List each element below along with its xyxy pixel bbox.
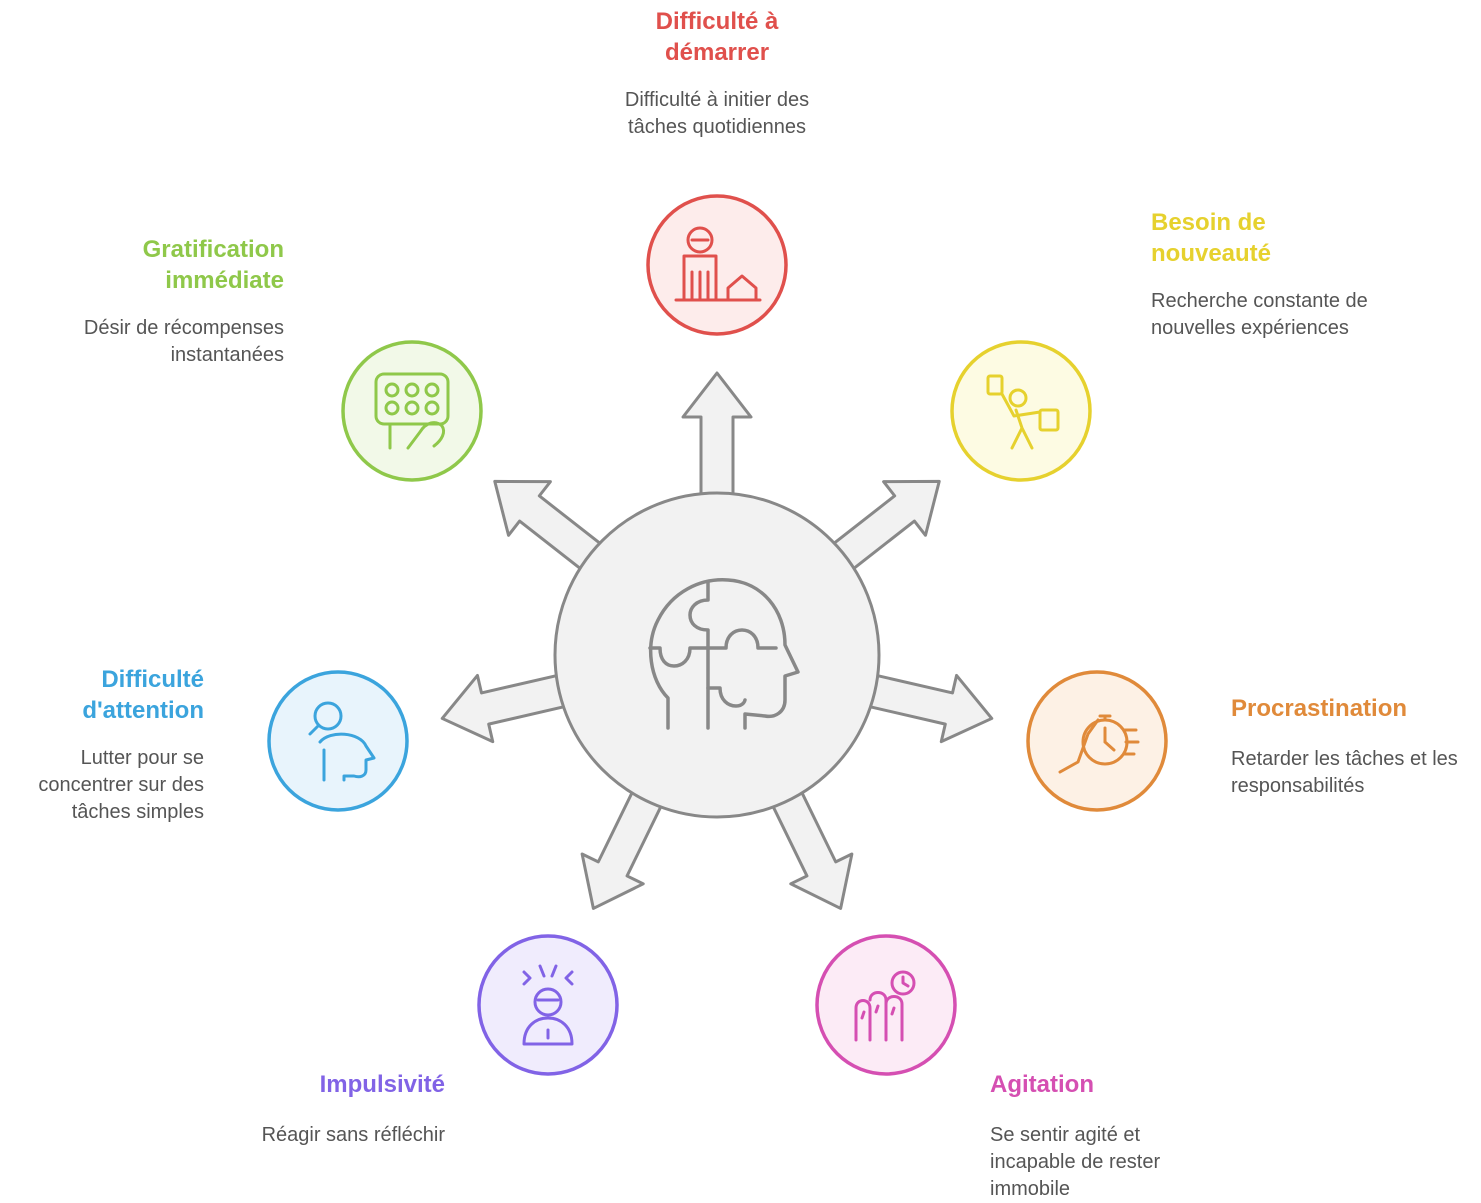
node-title: Agitation <box>990 1071 1094 1098</box>
arrow-to-impulsivity <box>580 781 668 910</box>
node-label-attention: Difficulté d'attention Lutter pour se co… <box>0 664 204 826</box>
node-label-impulsivity: Impulsivité Réagir sans réfléchir <box>200 1069 445 1149</box>
node-circle-gratification <box>341 340 483 482</box>
arrow-to-attention <box>440 671 576 744</box>
fingers-clock-icon <box>854 970 916 1042</box>
node-description: Lutter pour se concentrer sur des tâches… <box>38 747 204 823</box>
node-label-gratification: Gratification immédiate Désir de récompe… <box>40 234 284 369</box>
node-description: Réagir sans réfléchir <box>261 1124 445 1146</box>
node-label-procrastination: Procrastination Retarder les tâches et l… <box>1231 693 1471 800</box>
node-description: Se sentir agité et incapable de rester i… <box>990 1124 1161 1200</box>
stressed-person-icon <box>522 964 574 1046</box>
node-title: Procrastination <box>1231 695 1408 722</box>
arrow-to-novelty <box>823 479 941 577</box>
node-circle-novelty <box>950 340 1092 482</box>
node-title: Impulsivité <box>319 1071 445 1098</box>
node-label-start: Difficulté à démarrer Difficulté à initi… <box>590 6 844 141</box>
node-title: Difficulté d'attention <box>82 666 204 724</box>
node-label-agitation: Agitation Se sentir agité et incapable d… <box>990 1069 1220 1203</box>
arrow-to-agitation <box>766 781 854 910</box>
head-search-icon <box>308 701 376 782</box>
hand-keypad-icon <box>374 372 450 450</box>
arrow-to-gratification <box>493 479 611 577</box>
node-description: Retarder les tâches et les responsabilit… <box>1231 748 1458 797</box>
person-exploring-icon <box>986 374 1060 450</box>
node-label-novelty: Besoin de nouveauté Recherche constante … <box>1151 207 1381 342</box>
hand-stopwatch-icon <box>1058 714 1140 774</box>
head-puzzle-icon <box>648 578 800 730</box>
arrows <box>440 371 994 910</box>
node-title: Difficulté à démarrer <box>655 8 779 66</box>
node-circle-procrastination <box>1026 670 1168 812</box>
node-description: Difficulté à initier des tâches quotidie… <box>624 89 810 138</box>
node-circle-impulsivity <box>477 934 619 1076</box>
person-home-icon <box>674 226 762 302</box>
node-title: Besoin de nouveauté <box>1151 209 1272 267</box>
node-title: Gratification immédiate <box>142 236 284 294</box>
node-description: Recherche constante de nouvelles expérie… <box>1151 290 1368 339</box>
center-hub <box>553 491 881 819</box>
node-circle-attention <box>267 670 409 812</box>
node-description: Désir de récompenses instantanées <box>83 317 284 366</box>
arrow-to-start <box>681 371 753 507</box>
arrow-to-procrastination <box>858 671 994 744</box>
